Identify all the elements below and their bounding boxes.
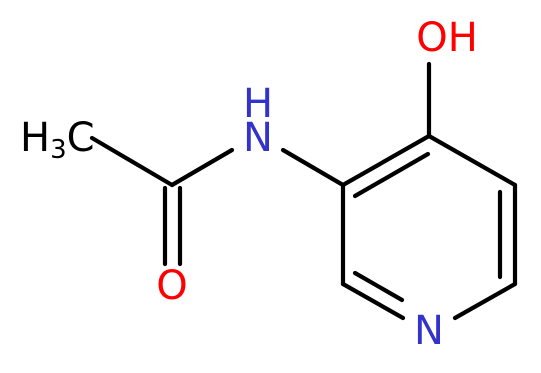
atom-labels: H3C H N O OH N bbox=[20, 15, 478, 354]
methyl-c: C bbox=[67, 115, 95, 161]
bonds bbox=[89, 61, 518, 321]
bond-ring-n1-c2 bbox=[340, 281, 406, 321]
bond-ring-c6-n1 bbox=[452, 281, 518, 321]
carbonyl-oxygen-label: O bbox=[156, 263, 187, 309]
methyl-subscript: 3 bbox=[50, 135, 67, 165]
methyl-h: H bbox=[20, 115, 50, 161]
bond-ring-c3-c4-inner bbox=[352, 151, 431, 199]
bond-amide-n-ring bbox=[280, 147, 346, 188]
hydroxyl-label: OH bbox=[416, 15, 478, 61]
bond-methyl-carbonyl bbox=[89, 135, 175, 188]
bond-ring-n1-c2-inner bbox=[352, 270, 405, 303]
amide-nh-label: H bbox=[243, 81, 273, 127]
bond-carbonyl-amide-n bbox=[169, 147, 235, 188]
bond-ring-c3-c4 bbox=[340, 133, 432, 188]
ring-nitrogen-label: N bbox=[414, 308, 444, 354]
bond-ring-c4-c5 bbox=[426, 133, 518, 188]
amide-n-label: N bbox=[243, 115, 273, 161]
methyl-label: H3C bbox=[20, 115, 95, 165]
